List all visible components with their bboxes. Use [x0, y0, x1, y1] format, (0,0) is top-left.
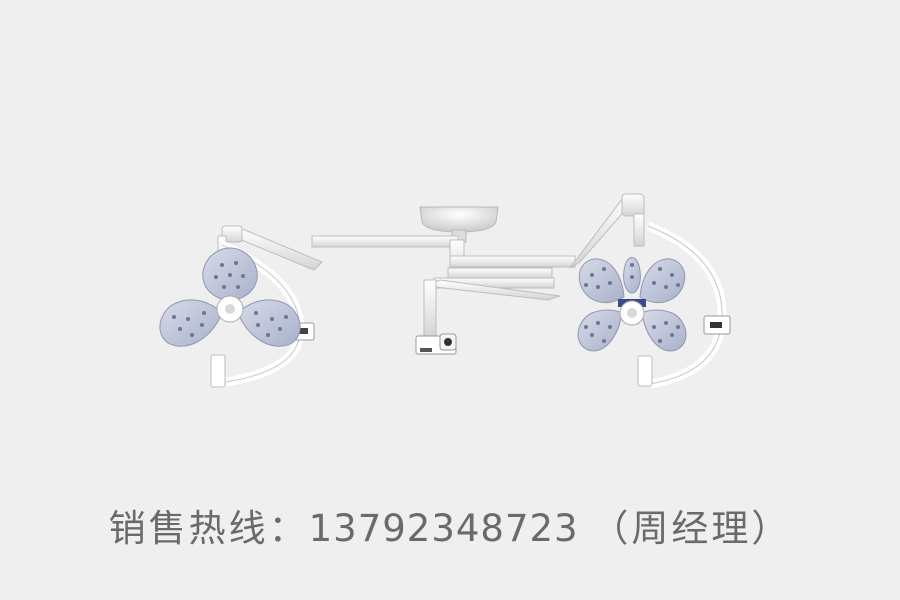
left-lamp-head [159, 247, 301, 347]
camera-icon [415, 333, 457, 355]
right-lamp-head [577, 257, 687, 352]
hotline-label: 销售热线： [108, 507, 309, 550]
right-arm [569, 193, 645, 269]
ceiling-mount [419, 206, 499, 243]
sales-hotline: 销售热线：13792348723 （周经理） [0, 498, 900, 552]
camera-arm [423, 239, 576, 337]
right-arc-bracket [646, 221, 727, 389]
hotline-contact-person: （周经理） [591, 507, 792, 550]
hotline-phone-number: 13792348723 [308, 507, 579, 550]
